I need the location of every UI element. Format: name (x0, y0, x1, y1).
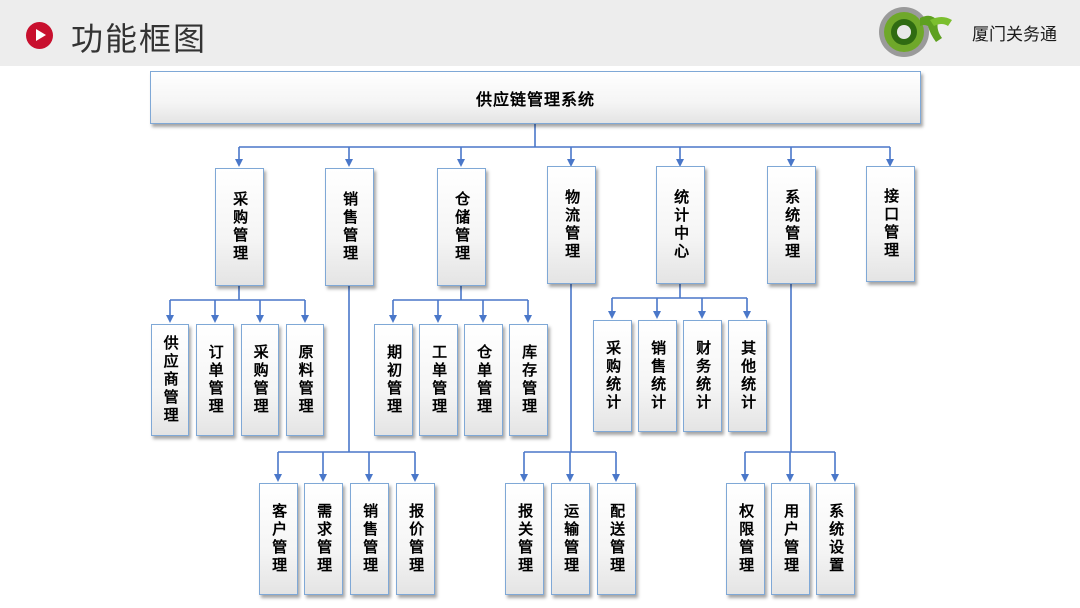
system-user: 用户管理 (771, 483, 810, 595)
submodule-label: 期初管理 (385, 344, 404, 416)
sales-sales: 销售管理 (350, 483, 389, 595)
module-logistics: 物流管理 (547, 166, 596, 284)
submodule-label: 采购管理 (251, 344, 270, 416)
root-system-box: 供应链管理系统 (150, 71, 921, 124)
module-label: 系统管理 (783, 189, 802, 261)
submodule-label: 采购统计 (604, 340, 623, 412)
submodule-label: 客户管理 (270, 503, 289, 575)
submodule-label: 运输管理 (562, 503, 581, 575)
root-system-label: 供应链管理系统 (475, 89, 595, 109)
module-label: 物流管理 (563, 189, 582, 261)
submodule-label: 报关管理 (516, 503, 535, 575)
company-logo (879, 7, 952, 57)
module-procurement: 采购管理 (215, 168, 264, 286)
submodule-label: 供应商管理 (161, 335, 180, 425)
procurement-material: 原料管理 (286, 324, 324, 436)
module-system: 系统管理 (767, 166, 816, 284)
stats-purchase: 采购统计 (593, 320, 632, 432)
module-interface: 接口管理 (866, 166, 915, 282)
system-settings: 系统设置 (816, 483, 855, 595)
submodule-label: 财务统计 (694, 340, 713, 412)
play-icon (26, 22, 53, 49)
warehouse-opening: 期初管理 (374, 324, 413, 436)
procurement-purchase: 采购管理 (241, 324, 279, 436)
submodule-label: 销售统计 (649, 340, 668, 412)
warehouse-workorder: 工单管理 (419, 324, 458, 436)
sales-customer: 客户管理 (259, 483, 298, 595)
module-label: 统计中心 (672, 189, 691, 261)
module-sales: 销售管理 (325, 168, 374, 286)
submodule-label: 权限管理 (737, 503, 756, 575)
submodule-label: 库存管理 (520, 344, 539, 416)
system-permission: 权限管理 (726, 483, 765, 595)
submodule-label: 仓单管理 (475, 344, 494, 416)
submodule-label: 用户管理 (782, 503, 801, 575)
submodule-label: 原料管理 (296, 344, 315, 416)
page-title: 功能框图 (71, 20, 208, 58)
logistics-transport: 运输管理 (551, 483, 590, 595)
procurement-supplier: 供应商管理 (151, 324, 189, 436)
module-warehouse: 仓储管理 (437, 168, 486, 286)
slide-header: 功能框图 厦门关务通 (0, 0, 1080, 66)
submodule-label: 需求管理 (315, 503, 334, 575)
logistics-customs: 报关管理 (505, 483, 544, 595)
submodule-label: 报价管理 (407, 503, 426, 575)
stats-sales: 销售统计 (638, 320, 677, 432)
submodule-label: 系统设置 (827, 503, 846, 575)
submodule-label: 销售管理 (361, 503, 380, 575)
module-label: 销售管理 (341, 191, 360, 263)
company-name: 厦门关务通 (972, 25, 1057, 45)
submodule-label: 工单管理 (430, 344, 449, 416)
stats-other: 其他统计 (728, 320, 767, 432)
sales-demand: 需求管理 (304, 483, 343, 595)
module-statistics: 统计中心 (656, 166, 705, 284)
warehouse-receipt: 仓单管理 (464, 324, 503, 436)
stats-finance: 财务统计 (683, 320, 722, 432)
submodule-label: 其他统计 (739, 340, 758, 412)
submodule-label: 配送管理 (608, 503, 627, 575)
warehouse-inventory: 库存管理 (509, 324, 548, 436)
submodule-label: 订单管理 (206, 344, 225, 416)
module-label: 接口管理 (882, 188, 901, 260)
module-label: 采购管理 (231, 191, 250, 263)
module-label: 仓储管理 (453, 191, 472, 263)
sales-quote: 报价管理 (396, 483, 435, 595)
logistics-delivery: 配送管理 (597, 483, 636, 595)
procurement-order: 订单管理 (196, 324, 234, 436)
